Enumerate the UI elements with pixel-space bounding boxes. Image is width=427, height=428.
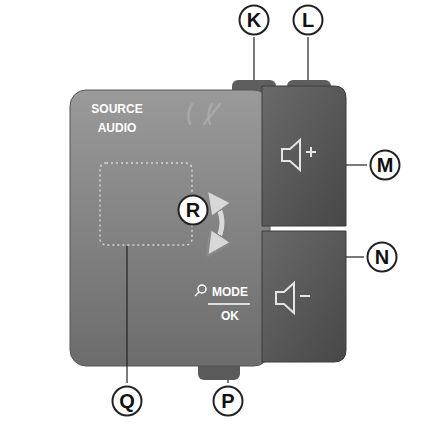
magnifier-icon: [195, 285, 206, 296]
callout-letter: K: [238, 4, 270, 30]
leader-line: [346, 256, 364, 257]
callout-circle: R: [177, 194, 209, 226]
callout-letter: M: [369, 149, 401, 175]
callout-circle: P: [212, 385, 244, 417]
volume-up-button: [262, 86, 346, 226]
callout-circle: L: [292, 4, 324, 36]
leader-line: [253, 37, 254, 80]
mode-divider: [208, 303, 250, 305]
speaker-plus-icon: [282, 140, 316, 170]
roller-arrow: [214, 200, 222, 246]
callout-circle: K: [238, 4, 270, 36]
phone-icons: [188, 104, 220, 124]
callout-letter: Q: [111, 385, 143, 411]
button-label: OK: [207, 309, 253, 323]
callout-circle: M: [369, 149, 401, 181]
callout-circle: N: [366, 241, 398, 273]
leader-line: [126, 246, 127, 383]
callout-letter: L: [292, 4, 324, 30]
callout-letter: N: [366, 241, 398, 267]
callout-letter: P: [212, 385, 244, 411]
speaker-minus-icon: [276, 283, 310, 313]
leader-line: [227, 380, 228, 383]
button-label: MODE: [207, 285, 253, 299]
leader-line: [307, 37, 308, 80]
leader-line: [346, 164, 367, 165]
callout-letter: R: [177, 194, 209, 220]
display-zone: [100, 163, 192, 245]
callout-circle: Q: [111, 385, 143, 417]
volume-down-button: [262, 231, 346, 362]
control-body: [70, 90, 270, 366]
button-label: SOURCE AUDIO: [88, 100, 146, 138]
